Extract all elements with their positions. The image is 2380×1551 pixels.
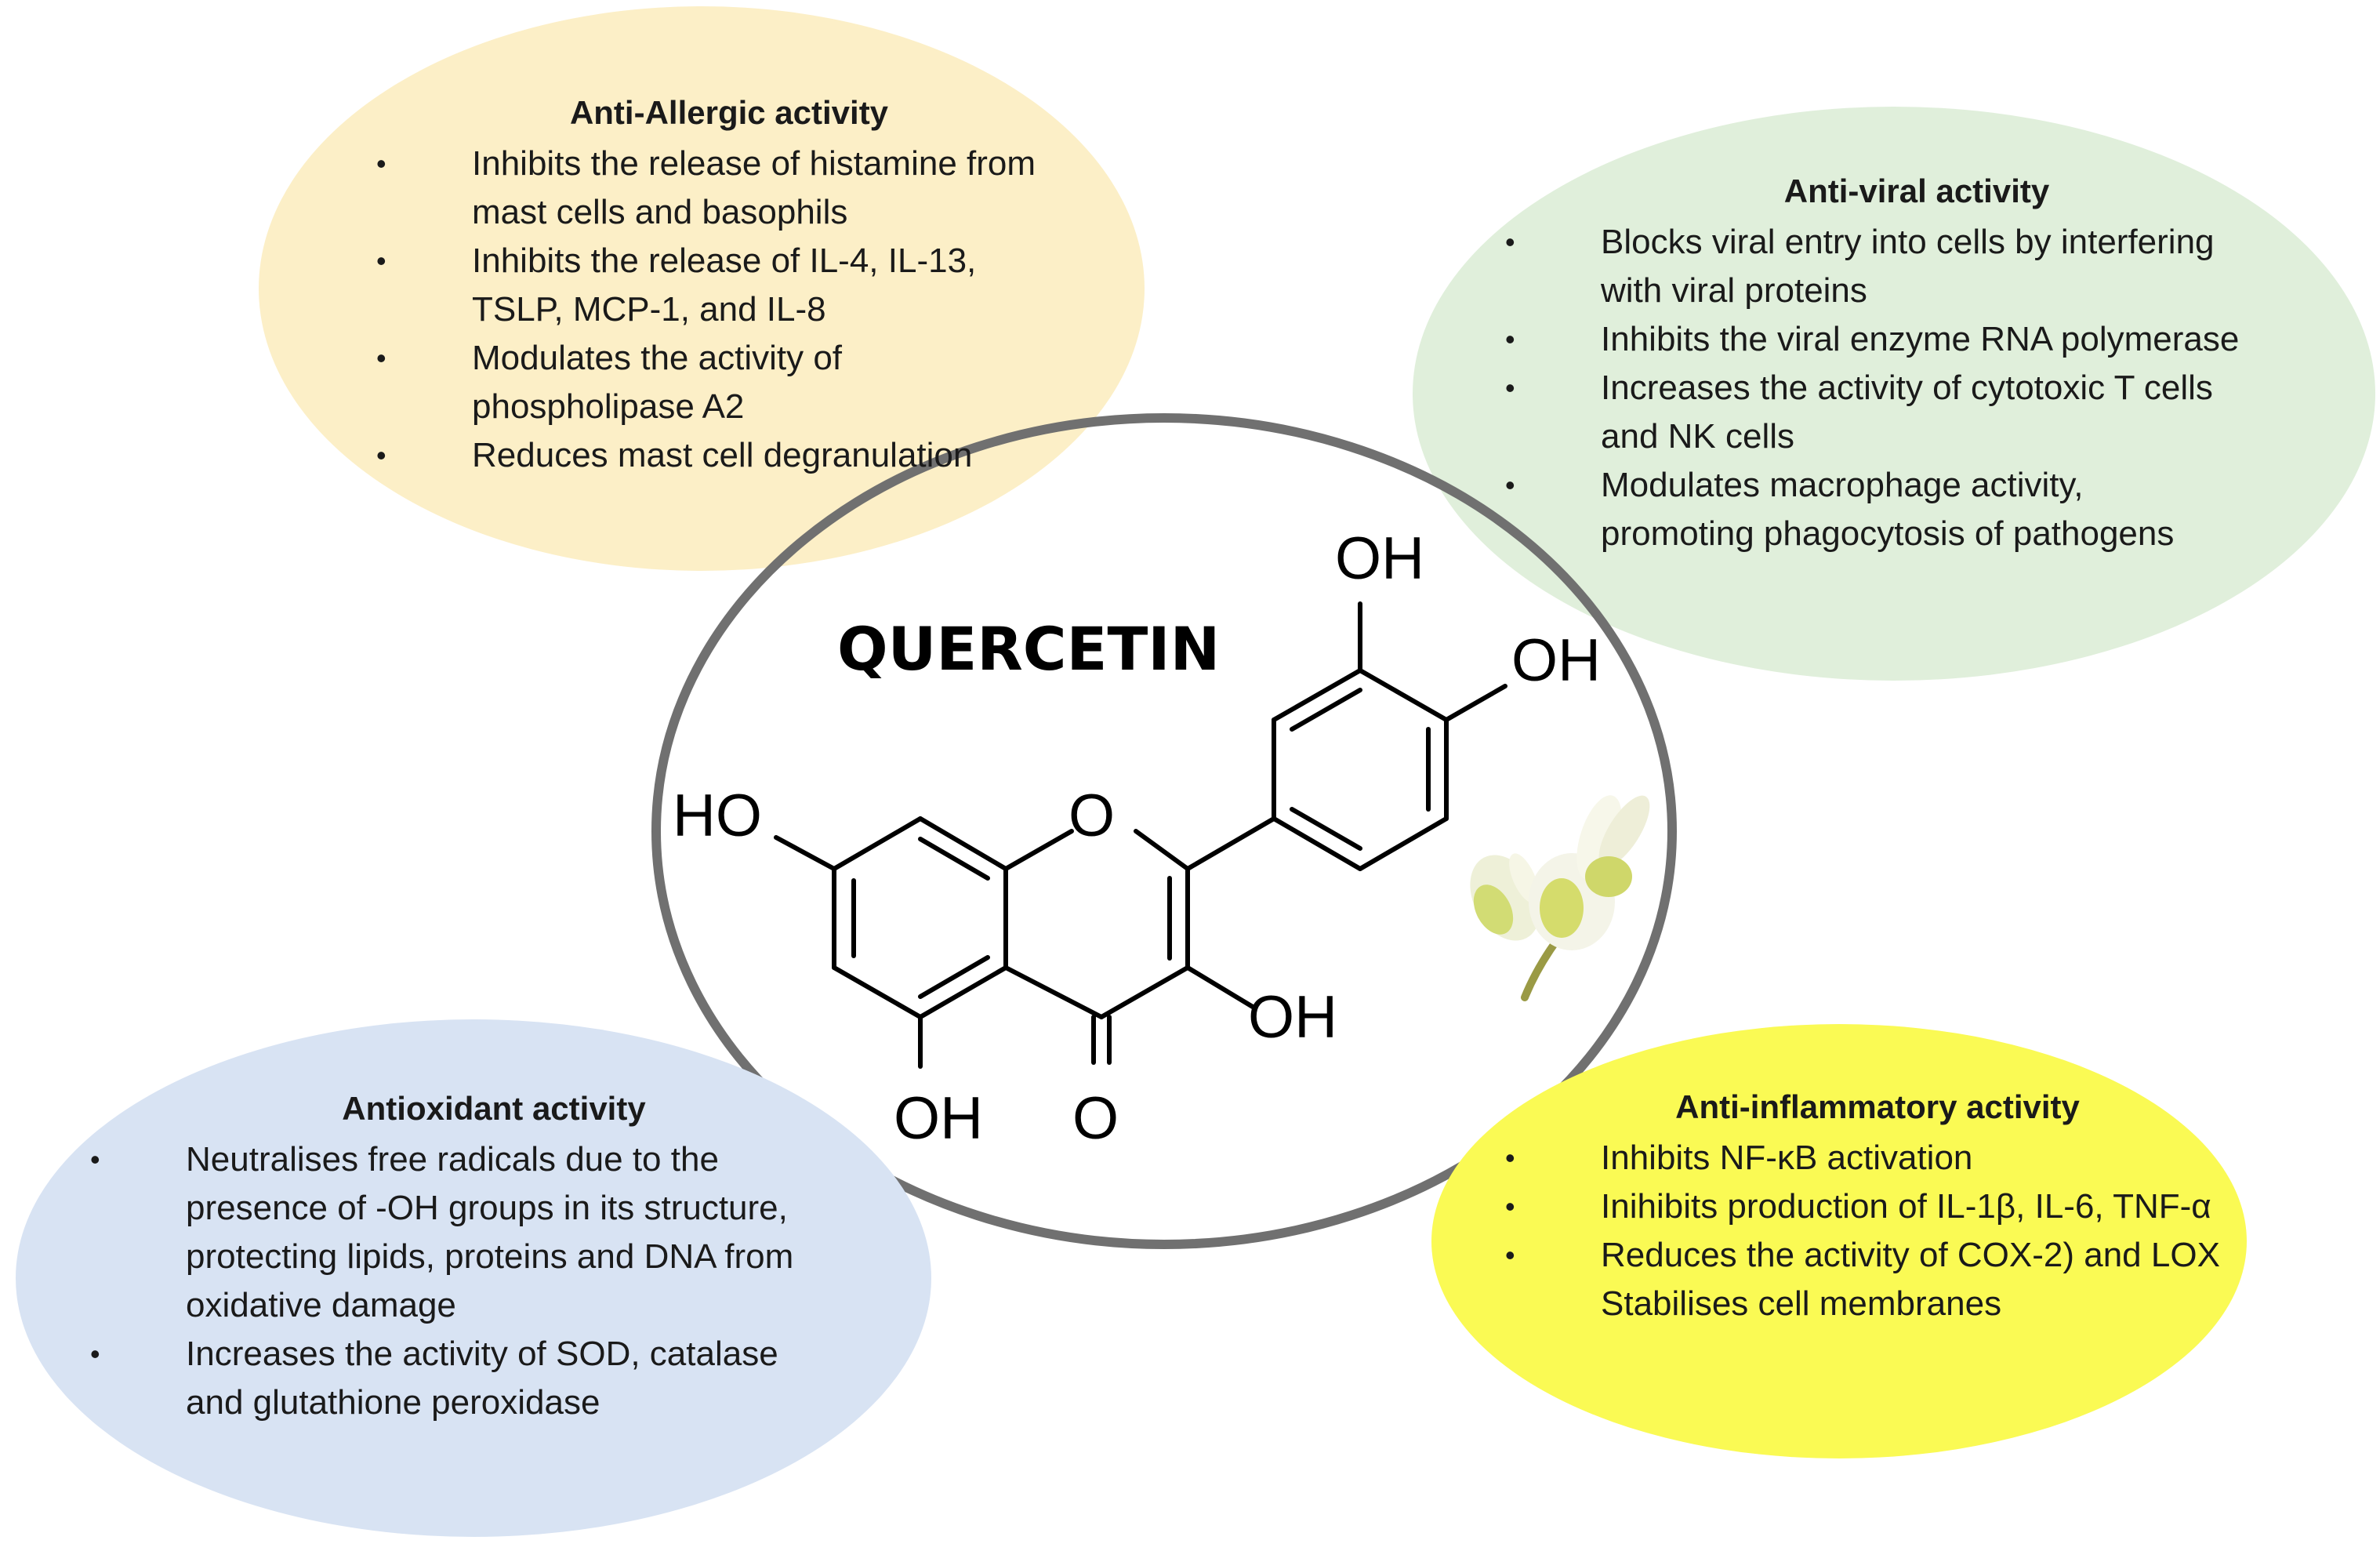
central-ring [651,413,1677,1249]
antioxidant-title: Antioxidant activity [342,1090,646,1127]
anti-viral-title: Anti-viral activity [1783,173,2050,209]
list-item: Increases the activity of SOD, catalase [90,1330,898,1378]
molecule-title: QUERCETIN [837,614,1220,684]
label-ho-left: HO [673,783,762,849]
white-flower-icon [1470,795,1650,1001]
list-item: Inhibits the viral enzyme RNA polymerase [1505,315,2328,364]
anti-allergic-panel: Anti-Allergic activity Inhibits the rele… [376,94,1082,480]
list-item: Blocks viral entry into cells by interfe… [1505,218,2328,267]
list-item: Modulates the activity of [376,334,1082,383]
list-item: and glutathione peroxidase [186,1383,600,1422]
list-item: Neutralises free radicals due to the [90,1135,898,1184]
label-oh-bottom-right: OH [1248,984,1337,1051]
list-item: TSLP, MCP-1, and IL-8 [472,290,826,329]
label-oh-top: OH [1335,525,1424,592]
list-item: Inhibits NF-κB activation [1505,1134,2250,1182]
antioxidant-blob [16,1019,931,1537]
list-item: Inihibits production of IL-1β, IL-6, TNF… [1505,1182,2250,1231]
list-item: protecting lipids, proteins and DNA from [186,1237,794,1276]
list-item: Reduces the activity of COX-2) and LOX [1505,1231,2250,1280]
antioxidant-panel: Antioxidant activity Neutralises free ra… [90,1090,898,1427]
anti-allergic-title: Anti-Allergic activity [569,94,889,131]
list-item: Inhibits the release of histamine from [376,140,1082,188]
list-item: phospholipase A2 [472,387,745,426]
list-item: Increases the activity of cytotoxic T ce… [1505,364,2328,412]
list-item: Modulates macrophage activity, [1505,461,2328,510]
list-item: and NK cells [1601,417,1795,456]
list-item: promoting phagocytosis of pathogens [1601,514,2175,553]
label-carbonyl-o: O [1072,1085,1119,1152]
list-item: mast cells and basophils [472,193,848,231]
anti-viral-panel: Anti-viral activity Blocks viral entry i… [1505,173,2328,558]
list-item: Reduces mast cell degranulation [376,431,1082,480]
list-item: presence of -OH groups in its structure, [186,1189,788,1227]
anti-inflammatory-panel: Anti-inflammatory activity Inhibits NF-κ… [1505,1088,2250,1328]
anti-inflammatory-title: Anti-inflammatory activity [1675,1088,2080,1125]
list-item: Stabilises cell membranes [1601,1284,2002,1323]
label-ring-o: O [1068,783,1115,849]
list-item: oxidative damage [186,1286,456,1324]
list-item: Inhibits the release of IL-4, IL-13, [376,237,1082,285]
label-oh-bottom: OH [894,1085,983,1152]
list-item: with viral proteins [1601,271,1867,310]
label-oh-right: OH [1511,627,1601,694]
quercetin-structure [774,601,1507,1069]
